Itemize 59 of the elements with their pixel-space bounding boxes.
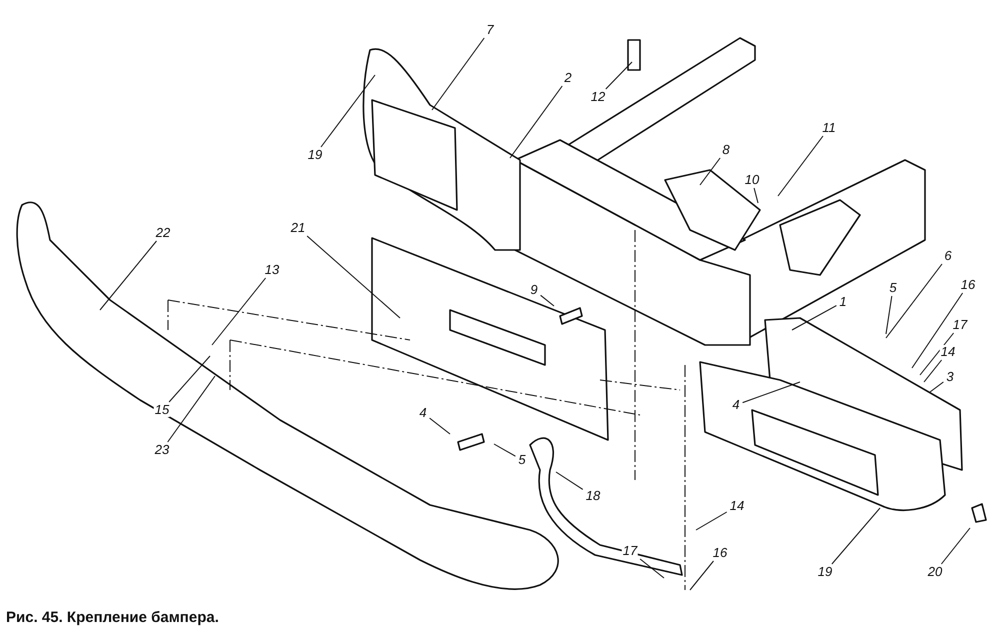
leader-line	[167, 376, 216, 442]
callout-number: 4	[418, 406, 428, 420]
leader-line	[778, 136, 824, 196]
callout-number: 17	[952, 318, 968, 332]
leader-line	[742, 382, 800, 404]
leader-line	[556, 472, 584, 490]
callout-number: 2	[563, 71, 573, 85]
callout-number: 3	[945, 370, 955, 384]
callout-number: 23	[154, 443, 170, 457]
leader-line	[494, 444, 516, 457]
figure-caption: Рис. 45. Крепление бампера.	[6, 609, 219, 626]
leader-line	[831, 508, 880, 564]
leader-line	[510, 86, 563, 158]
leader-line	[168, 356, 210, 402]
leader-line	[886, 264, 942, 338]
leader-line	[940, 528, 970, 564]
callout-number: 14	[940, 345, 956, 359]
leader-line	[754, 188, 758, 204]
callout-number: 18	[584, 489, 602, 503]
leader-line	[930, 382, 944, 392]
leader-line	[792, 305, 837, 330]
callout-number: 8	[721, 143, 731, 157]
callout-number: 19	[816, 565, 834, 579]
leader-line	[886, 296, 892, 334]
leader-line	[690, 560, 714, 590]
callout-number: 12	[590, 90, 606, 104]
callout-number: 16	[960, 278, 976, 292]
leader-line	[540, 294, 554, 306]
callout-number: 21	[290, 221, 306, 235]
callout-number: 13	[264, 263, 280, 277]
leader-line	[696, 512, 728, 530]
leader-line	[100, 240, 157, 310]
callout-number: 15	[154, 403, 170, 417]
leader-line	[605, 62, 632, 90]
leader-line	[429, 418, 450, 434]
leader-line	[320, 74, 376, 148]
callout-number: 17	[622, 544, 638, 558]
leader-line	[924, 360, 942, 382]
callout-number: 5	[888, 281, 898, 295]
callout-number: 20	[926, 565, 944, 579]
leader-line	[640, 558, 664, 578]
leader-line	[432, 38, 485, 110]
callout-number: 7	[485, 23, 495, 37]
callout-number: 10	[744, 173, 760, 187]
leader-line	[306, 236, 400, 318]
callout-number: 6	[943, 249, 953, 263]
callout-number: 16	[712, 546, 728, 560]
callout-number: 9	[529, 283, 539, 297]
callout-number: 4	[731, 398, 741, 412]
leader-line	[912, 292, 964, 368]
callout-number: 19	[306, 148, 324, 162]
callout-number: 22	[154, 226, 172, 240]
leader-line	[700, 158, 721, 186]
leader-line	[920, 332, 954, 376]
callout-number: 14	[728, 499, 746, 513]
callout-number: 1	[838, 295, 848, 309]
callout-number: 5	[517, 453, 527, 467]
callout-number: 11	[821, 121, 837, 135]
leader-line	[212, 278, 266, 346]
